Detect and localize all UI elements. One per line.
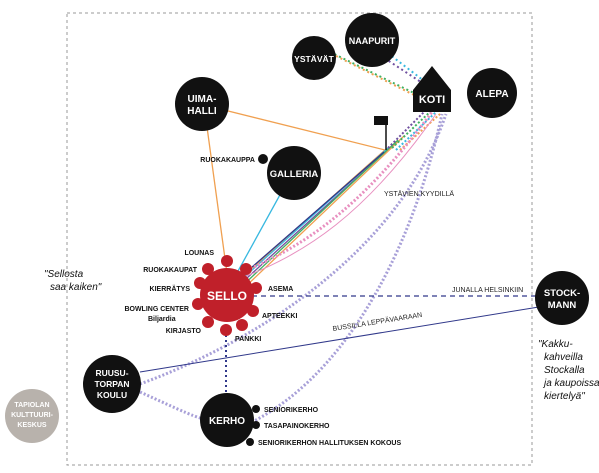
node-ruusutorpan[interactable]: RUUSU- TORPAN KOULU xyxy=(83,355,141,413)
route-pink xyxy=(231,111,434,278)
hallitus-label: SENIORIKERHON HALLITUKSEN KOKOUS xyxy=(258,440,401,447)
line-sello-koti-green xyxy=(239,139,399,289)
tapiolan-label-3: KESKUS xyxy=(17,422,47,429)
seniorikerho-label: SENIORIKERHO xyxy=(264,407,319,414)
tasapainokerho-label: TASAPAINOKERHO xyxy=(264,423,330,430)
bussilla-label: BUSSILLA LEPPÄVAARAAN xyxy=(332,311,423,333)
tapiolan-label-2: KULTTUURI- xyxy=(11,412,54,419)
stockmann-quote-5: kiertelyä" xyxy=(544,391,585,402)
node-galleria[interactable]: GALLERIA xyxy=(267,146,321,200)
stockmann-quote-1: "Kakku- xyxy=(538,339,573,350)
line-uimahalli-flag xyxy=(203,104,386,151)
kerho-satellites xyxy=(246,405,260,446)
lounas-label: LOUNAS xyxy=(184,250,214,257)
node-alepa[interactable]: ALEPA xyxy=(467,68,517,118)
pankki-label: PANKKI xyxy=(235,336,261,343)
koti-house[interactable]: KOTI xyxy=(413,66,451,112)
tapiolan-label-1: TAPIOLAN xyxy=(14,402,49,409)
ystavat-label: YSTÄVÄT xyxy=(294,54,334,64)
kerho-label: KERHO xyxy=(209,416,245,427)
kirjasto-label: KIRJASTO xyxy=(166,328,202,335)
stockmann-quote-4: ja kaupoissa xyxy=(542,378,599,389)
sello-quote-2: saa kaiken" xyxy=(50,282,102,293)
stockmann-quote-2: kahveilla xyxy=(544,352,583,363)
node-ystavat[interactable]: YSTÄVÄT xyxy=(292,36,336,80)
node-tapiolan[interactable]: TAPIOLAN KULTTUURI- KESKUS xyxy=(5,389,59,443)
sello-label: SELLO xyxy=(207,289,247,303)
line-fan-3 xyxy=(395,111,437,151)
sello-circle xyxy=(200,268,254,322)
apteekki-label: APTEEKKI xyxy=(262,313,297,320)
line-bussilla xyxy=(139,305,546,373)
stockmann-label-1: STOCK- xyxy=(544,288,580,299)
node-naapurit[interactable]: NAAPURIT xyxy=(345,13,399,67)
line-ystavat-koti-2 xyxy=(335,55,425,101)
node-uimahalli[interactable]: UIMA- HALLI xyxy=(175,77,229,131)
galleria-label: GALLERIA xyxy=(270,169,319,180)
line-fan-1 xyxy=(387,107,429,149)
stockmann-label-2: MANN xyxy=(548,300,577,311)
ruusutorpan-label-1: RUUSU- xyxy=(95,368,128,378)
ruusutorpan-label-2: TORPAN xyxy=(94,379,129,389)
uimahalli-label-1: UIMA- xyxy=(188,94,217,105)
uimahalli-label-2: HALLI xyxy=(187,106,217,117)
ystavien-label: YSTÄVIEN KYYDILLÄ xyxy=(384,190,454,198)
ruokakaupat-label: RUOKAKAUPAT xyxy=(143,267,198,274)
biljardia-label: Biljardia xyxy=(148,316,176,323)
asema-label: ASEMA xyxy=(268,286,293,293)
koti-label: KOTI xyxy=(419,94,445,106)
ruusutorpan-label-3: KOULU xyxy=(97,390,127,400)
sello-quote-1: "Sellosta xyxy=(44,269,84,280)
bowling-label: BOWLING CENTER xyxy=(124,306,189,313)
naapurit-label: NAAPURIT xyxy=(349,36,396,46)
node-stockmann[interactable]: STOCK- MANN xyxy=(535,271,589,325)
sello-hub[interactable]: SELLO xyxy=(192,255,262,336)
line-sello-koti-orange xyxy=(243,135,405,289)
flag-marker xyxy=(374,116,388,150)
route-lavender-kerho xyxy=(247,113,444,426)
kierratys-label: KIERRÄTYS xyxy=(150,285,191,293)
ruokakauppa-label: RUOKAKAUPPA xyxy=(200,157,255,164)
node-kerho[interactable]: KERHO xyxy=(200,393,254,447)
route-pink-edge xyxy=(235,113,437,281)
satellite-ruokakauppa[interactable]: RUOKAKAUPPA xyxy=(200,154,268,164)
line-fan-2 xyxy=(391,109,433,149)
dashed-frame xyxy=(66,12,533,466)
alepa-label: ALEPA xyxy=(475,89,508,100)
route-koulu-kerho xyxy=(139,390,211,422)
line-ystavat-koti xyxy=(329,51,421,97)
junalla-label: JUNALLA HELSINKIIN xyxy=(452,287,523,294)
stockmann-quote-3: Stockalla xyxy=(544,365,585,376)
